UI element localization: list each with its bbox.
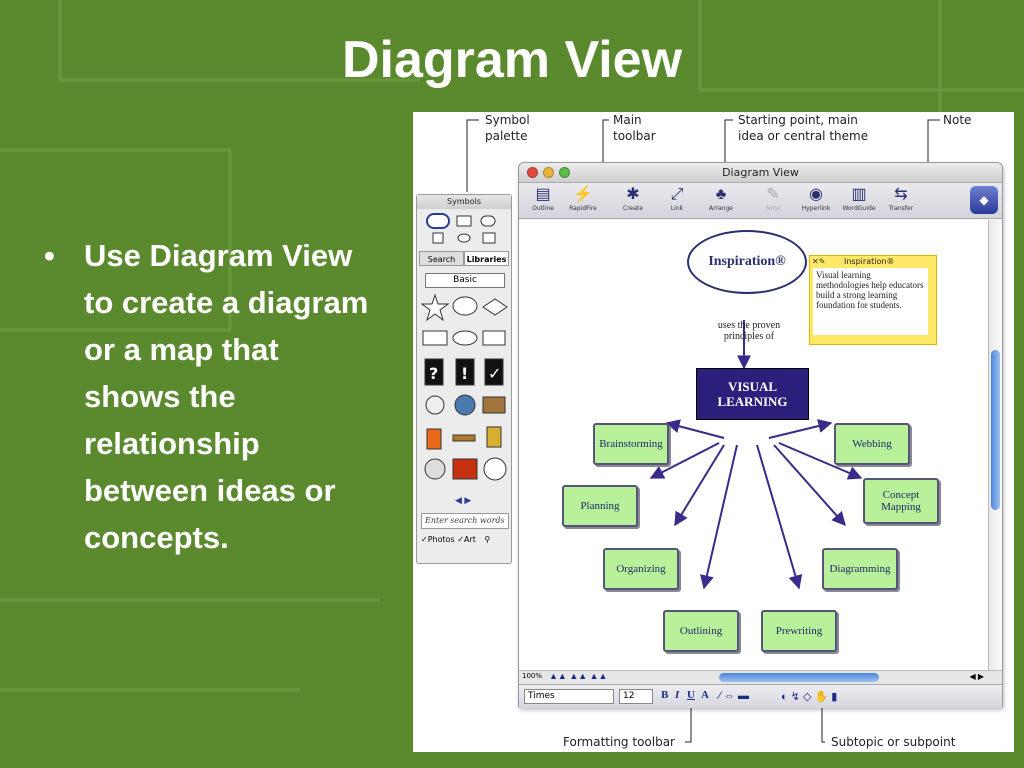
toolbar-transfer-button[interactable]: ⇆Transfer xyxy=(879,185,923,212)
zoom-level[interactable]: 100% xyxy=(522,672,543,680)
palette-page-arrows-icon[interactable]: ◀ ▶ xyxy=(455,495,472,505)
callout-starting-point: Starting point, main idea or central the… xyxy=(738,113,869,143)
link-icon: ⤢ xyxy=(670,186,684,203)
rapidfire-icon: ⚡ xyxy=(573,186,593,203)
zoom-controls-icon[interactable]: ▲▲ ▲▲ ▲▲ xyxy=(549,671,608,681)
symbol-grid[interactable]: ?! ✓ xyxy=(421,293,509,493)
italic-button[interactable]: I xyxy=(675,689,680,701)
screenshot-figure: Symbol palette Main toolbar Starting poi… xyxy=(413,112,1014,752)
line-style-icon[interactable]: ⁄ ⇔ ▬ xyxy=(719,690,749,702)
bullet-marker: • xyxy=(44,238,55,273)
diagram-canvas[interactable]: Inspiration® uses the proven principles … xyxy=(519,220,989,670)
font-size-select[interactable]: 12 xyxy=(619,689,653,704)
toolbar-arrange-button[interactable]: ♣Arrange xyxy=(699,185,743,212)
callout-subtopic: Subtopic or subpoint xyxy=(831,735,956,749)
library-select[interactable]: Basic xyxy=(425,273,505,288)
callout-main-toolbar: Main toolbar xyxy=(613,113,656,143)
subtopic-diagramming[interactable]: Diagramming xyxy=(822,548,898,590)
shape-picker[interactable] xyxy=(425,213,505,247)
subtopic-brainstorming[interactable]: Brainstorming xyxy=(593,423,669,465)
svg-text:?: ? xyxy=(429,364,438,383)
note-close-icon[interactable]: ✕✎ xyxy=(812,257,826,266)
tab-libraries[interactable]: Libraries xyxy=(464,251,509,266)
font-select[interactable]: Times xyxy=(524,689,614,704)
bullet-point: • Use Diagram View to create a diagram o… xyxy=(44,232,374,561)
window-titlebar[interactable]: Diagram View xyxy=(519,163,1002,183)
toolbar-hyperlink-button[interactable]: ◉Hyperlink xyxy=(794,185,838,212)
bullet-text: Use Diagram View to create a diagram or … xyxy=(84,238,369,555)
bold-button[interactable]: B xyxy=(661,689,669,701)
symbol-palette: Symbols Search Libraries Basic xyxy=(416,194,512,564)
vertical-scrollbar[interactable] xyxy=(988,220,1002,670)
text-color-button[interactable]: A xyxy=(701,689,709,701)
subtopic-planning[interactable]: Planning xyxy=(562,485,638,527)
palette-title: Symbols xyxy=(417,195,511,209)
note-text: Visual learning methodologies help educa… xyxy=(813,268,928,335)
arrange-icon: ♣ xyxy=(715,186,727,203)
minimize-icon[interactable] xyxy=(543,167,554,178)
transfer-icon: ⇆ xyxy=(894,186,908,203)
toolbar-link-button[interactable]: ⤢Link xyxy=(655,185,699,212)
search-icon[interactable]: ⚲ xyxy=(484,535,491,544)
toolbar-rapidfire-button[interactable]: ⚡RapidFire xyxy=(561,185,605,212)
note-title: Inspiration® xyxy=(844,257,895,266)
palette-filters: ✓Photos ✓Art ⚲ xyxy=(421,533,511,547)
slide-title: Diagram View xyxy=(341,31,683,89)
callout-symbol-palette: Symbol palette xyxy=(485,113,530,143)
callout-note: Note xyxy=(943,113,972,127)
wordguide-icon: ▥ xyxy=(851,186,867,203)
horizontal-scroll-thumb[interactable] xyxy=(719,673,879,682)
hyperlink-icon: ◉ xyxy=(809,186,823,203)
palette-tabs: Search Libraries xyxy=(419,251,509,266)
photos-checkbox[interactable]: ✓Photos xyxy=(421,535,455,544)
toolbar-outline-button[interactable]: ▤Outline xyxy=(521,185,565,212)
toolbar-note-button[interactable]: ✎Note xyxy=(751,185,795,212)
svg-text:!: ! xyxy=(461,364,468,383)
create-icon: ✱ xyxy=(626,186,640,203)
palette-search-input[interactable]: Enter search words xyxy=(421,513,509,529)
diagram-window: Diagram View ▤Outline ⚡RapidFire ✱Create… xyxy=(518,162,1003,708)
note-popup[interactable]: Inspiration® ✕✎ Visual learning methodol… xyxy=(809,255,937,345)
central-node[interactable]: VISUAL LEARNING xyxy=(696,368,809,420)
note-icon: ✎ xyxy=(766,186,780,203)
toolbar-create-button[interactable]: ✱Create xyxy=(611,185,655,212)
art-checkbox[interactable]: ✓Art xyxy=(457,535,476,544)
vertical-scroll-thumb[interactable] xyxy=(991,350,1000,510)
outline-icon: ▤ xyxy=(535,186,551,203)
effects-icon[interactable]: ◐ ↯ ◇ ✋ ▮ xyxy=(781,691,838,703)
inspiration-logo-icon[interactable]: ◆ xyxy=(970,186,998,214)
link-label[interactable]: uses the proven principles of xyxy=(717,320,781,342)
toolbar-wordguide-button[interactable]: ▥WordGuide xyxy=(837,185,881,212)
svg-text:✓: ✓ xyxy=(488,364,501,383)
zoom-icon[interactable] xyxy=(559,167,570,178)
subtopic-outlining[interactable]: Outlining xyxy=(663,610,739,652)
subtopic-organizing[interactable]: Organizing xyxy=(603,548,679,590)
main-idea-node[interactable]: Inspiration® xyxy=(687,230,807,294)
formatting-toolbar: Times 12 B I U A ⁄ ⇔ ▬ ◐ ↯ ◇ ✋ ▮ xyxy=(519,684,1002,708)
subtopic-webbing[interactable]: Webbing xyxy=(834,423,910,465)
underline-button[interactable]: U xyxy=(687,689,695,701)
tab-search[interactable]: Search xyxy=(419,251,464,266)
diagram-connectors xyxy=(649,320,863,590)
subtopic-prewriting[interactable]: Prewriting xyxy=(761,610,837,652)
subtopic-concept-mapping[interactable]: Concept Mapping xyxy=(863,478,939,524)
main-toolbar: ▤Outline ⚡RapidFire ✱Create ⤢Link ♣Arran… xyxy=(519,183,1002,219)
close-icon[interactable] xyxy=(527,167,538,178)
horizontal-scrollbar[interactable]: 100% ▲▲ ▲▲ ▲▲ ◀ ▶ xyxy=(519,670,1002,684)
scroll-arrows-icon[interactable]: ◀ ▶ xyxy=(969,672,984,681)
callout-formatting-toolbar: Formatting toolbar xyxy=(563,735,675,749)
window-title: Diagram View xyxy=(722,166,799,179)
window-controls xyxy=(527,167,570,178)
